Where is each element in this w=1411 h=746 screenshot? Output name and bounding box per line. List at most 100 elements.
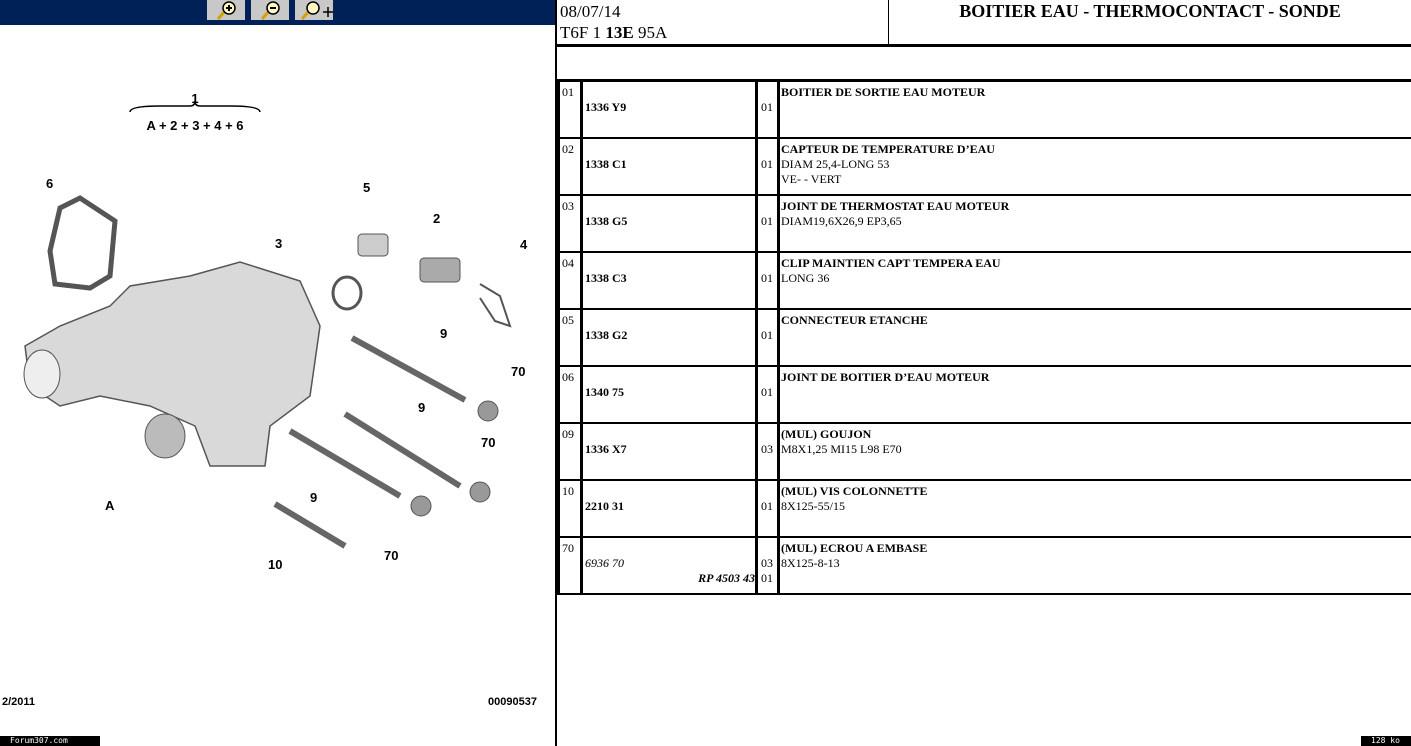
gasket-6 — [47, 195, 118, 291]
part-name: BOITIER DE SORTIE EAU MOTEUR — [781, 85, 986, 99]
part-index: 70 — [562, 541, 574, 555]
outlet-pipe — [23, 349, 61, 399]
svg-text:2: 2 — [433, 211, 440, 226]
header-code: T6F 1 13E 95A — [560, 23, 668, 42]
part-description: JOINT DE BOITIER D’EAU MOTEUR — [781, 370, 989, 385]
part-index: 01 — [562, 85, 574, 99]
svg-text:6: 6 — [46, 176, 53, 191]
part-reference[interactable]: 1338 G5 — [585, 214, 628, 228]
part-name: JOINT DE THERMOSTAT EAU MOTEUR — [781, 199, 1010, 213]
svg-text:70: 70 — [384, 548, 398, 563]
part-index: 06 — [562, 370, 574, 384]
nuts — [410, 400, 499, 517]
zoom-out-icon — [260, 1, 280, 20]
svg-text:3: 3 — [275, 236, 282, 251]
group-formula: A + 2 + 3 + 4 + 6 — [146, 118, 243, 133]
svg-text:9: 9 — [440, 326, 447, 341]
part-description: BOITIER DE SORTIE EAU MOTEUR — [781, 85, 985, 100]
part-detail: DIAM19,6X26,9 EP3,65 — [781, 214, 902, 228]
part-description: CONNECTEUR ETANCHE — [781, 313, 928, 328]
part-detail: VE- - VERT — [781, 172, 842, 186]
zoom-out-button[interactable] — [251, 0, 289, 20]
part-quantity: 01 — [761, 214, 773, 228]
svg-text:9: 9 — [418, 400, 425, 415]
page-title: BOITIER EAU - THERMOCONTACT - SONDE — [959, 1, 1341, 21]
part-index: 04 — [562, 256, 574, 270]
zoom-in-button[interactable] — [207, 0, 245, 20]
part-index: 03 — [562, 199, 574, 213]
forum-watermark: Forum307.com — [0, 736, 100, 746]
part-reference[interactable]: 6936 70 — [585, 556, 624, 570]
part-quantity-alt: 01 — [761, 571, 773, 585]
diagram-panel: 1 A + 2 + 3 + 4 + 6 6 5 3 2 4 9 70 9 70 … — [0, 0, 555, 746]
svg-text:5: 5 — [363, 180, 370, 195]
part-reference[interactable]: 1336 X7 — [585, 442, 627, 456]
part-detail: M8X1,25 MI15 L98 E70 — [781, 442, 902, 456]
part-detail: LONG 36 — [781, 271, 830, 285]
part-index: 10 — [562, 484, 574, 498]
outlet-pipe-2 — [144, 413, 186, 459]
part-name: (MUL) GOUJON — [781, 427, 872, 441]
svg-text:70: 70 — [511, 364, 525, 379]
table-row[interactable]: 01 1336 Y9 01 BOITIER DE SORTIE EAU MOTEUR — [560, 82, 1411, 139]
clip-4 — [479, 283, 512, 328]
zoom-pan-button[interactable] — [295, 0, 333, 20]
zoom-in-icon — [216, 1, 236, 20]
seal-3 — [331, 275, 363, 311]
part-name: CONNECTEUR ETANCHE — [781, 313, 928, 327]
part-reference-alt[interactable]: RP 4503 43 — [698, 571, 755, 585]
diagram-reference: 00090537 — [488, 696, 537, 708]
studs — [273, 335, 467, 549]
sensor-2 — [419, 257, 461, 283]
zoom-pan-icon — [300, 1, 333, 20]
part-reference[interactable]: 2210 31 — [585, 499, 624, 513]
part-quantity: 01 — [761, 157, 773, 171]
svg-text:10: 10 — [268, 557, 282, 572]
svg-text:70: 70 — [481, 435, 495, 450]
part-detail: 8X125-55/15 — [781, 499, 845, 513]
part-reference[interactable]: 1338 C1 — [585, 157, 627, 171]
part-quantity: 01 — [761, 100, 773, 114]
group-label: 1 — [191, 91, 198, 106]
part-index: 09 — [562, 427, 574, 441]
group-brace — [129, 100, 261, 113]
part-reference[interactable]: 1338 G2 — [585, 328, 628, 342]
file-size-badge: 128 ko — [1361, 736, 1411, 746]
part-detail: DIAM 25,4-LONG 53 — [781, 157, 890, 171]
svg-text:A: A — [105, 498, 115, 513]
table-row[interactable]: 03 1338 G5 01 JOINT DE THERMOSTAT EAU MOTEU… — [560, 196, 1411, 253]
part-quantity: 03 — [761, 442, 773, 456]
part-index: 02 — [562, 142, 574, 156]
callout-labels: 6 5 3 2 4 9 70 9 70 A 9 70 10 — [46, 176, 528, 572]
connector-5 — [357, 233, 389, 257]
table-row[interactable]: 06 1340 75 01 JOINT DE BOITIER D’EAU MOTEUR — [560, 367, 1411, 424]
part-quantity: 03 — [761, 556, 773, 570]
diagram-date: 2/2011 — [2, 696, 36, 708]
part-name: JOINT DE BOITIER D’EAU MOTEUR — [781, 370, 990, 384]
part-name: CAPTEUR DE TEMPERATURE D’EAU — [781, 142, 995, 156]
part-reference[interactable]: 1338 C3 — [585, 271, 627, 285]
parts-diagram: 1 A + 2 + 3 + 4 + 6 6 5 3 2 4 9 70 9 70 … — [23, 91, 528, 572]
zoom-toolbar — [0, 0, 555, 25]
part-index: 05 — [562, 313, 574, 327]
part-quantity: 01 — [761, 385, 773, 399]
header-date: 08/07/14 — [560, 2, 621, 21]
part-reference[interactable]: 1336 Y9 — [585, 100, 627, 114]
part-name: (MUL) VIS COLONNETTE — [781, 484, 928, 498]
header-info: 08/07/14 T6F 1 13E 95A — [560, 1, 667, 43]
part-reference[interactable]: 1340 75 — [585, 385, 624, 399]
parts-header: 08/07/14 T6F 1 13E 95A BOITIER EAU - THE… — [557, 0, 1411, 47]
panel-divider[interactable] — [555, 0, 557, 746]
